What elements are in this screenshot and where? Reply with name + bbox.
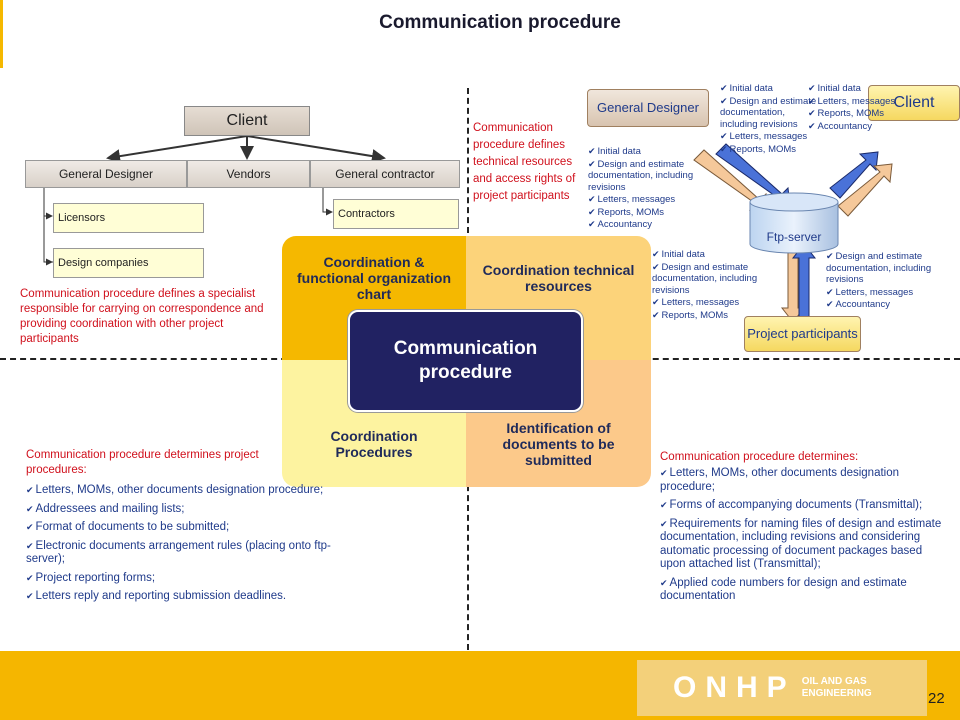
- list-item: Electronic documents arrangement rules (…: [26, 540, 346, 567]
- list-item: Forms of accompanying documents (Transmi…: [660, 499, 950, 513]
- note-specialist: Communication procedure defines a specia…: [20, 288, 264, 345]
- ftp-general-designer-box: General Designer: [587, 89, 709, 127]
- central-communication-procedure: Communication procedure: [348, 310, 583, 412]
- list-item: Addressees and mailing lists;: [26, 503, 346, 517]
- ftp-list-participants-download: Initial data Design and estimate documen…: [652, 249, 772, 322]
- ftp-list-gd-upload: Initial data Design and estimate documen…: [588, 146, 718, 232]
- page-title: Communication procedure: [379, 12, 621, 33]
- org-general-contractor-box: General contractor: [310, 160, 460, 188]
- list-item: Format of documents to be submitted;: [26, 521, 346, 535]
- ftp-list-gd-download: Initial data Design and estimate documen…: [720, 83, 820, 156]
- note-technical-resources: Communication procedure defines technica…: [473, 122, 576, 202]
- ftp-list-participants-upload: Design and estimate documentation, inclu…: [826, 251, 954, 312]
- org-vendors-box: Vendors: [187, 160, 310, 188]
- org-licensors-box: Licensors: [53, 203, 204, 233]
- bottom-right-list: Letters, MOMs, other documents designati…: [660, 467, 950, 609]
- org-chart-connectors: [43, 135, 386, 266]
- ftp-project-participants-box: Project participants: [744, 316, 861, 352]
- list-item: Applied code numbers for design and esti…: [660, 577, 950, 604]
- left-accent-bar: [0, 0, 3, 68]
- page-number: 22: [928, 690, 945, 707]
- list-item: Letters, MOMs, other documents designati…: [660, 467, 950, 494]
- org-client-box: Client: [184, 106, 310, 136]
- list-item: Requirements for naming files of design …: [660, 518, 950, 572]
- org-contractors-box: Contractors: [333, 199, 459, 229]
- ftp-list-client: Initial data Letters, messages Reports, …: [808, 83, 898, 133]
- bottom-left-heading: Communication procedure determines proje…: [26, 449, 259, 476]
- list-item: Letters, MOMs, other documents designati…: [26, 484, 346, 498]
- ftp-server-label: Ftp-server: [766, 230, 822, 244]
- ftp-server-icon: [749, 192, 839, 254]
- list-item: Letters reply and reporting submission d…: [26, 590, 346, 604]
- bottom-right-heading: Communication procedure determines:: [660, 451, 859, 463]
- bottom-left-list: Letters, MOMs, other documents designati…: [26, 484, 346, 609]
- logo-text: ONHP: [673, 671, 796, 704]
- org-general-designer-box: General Designer: [25, 160, 187, 188]
- list-item: Project reporting forms;: [26, 572, 346, 586]
- org-design-companies-box: Design companies: [53, 248, 204, 278]
